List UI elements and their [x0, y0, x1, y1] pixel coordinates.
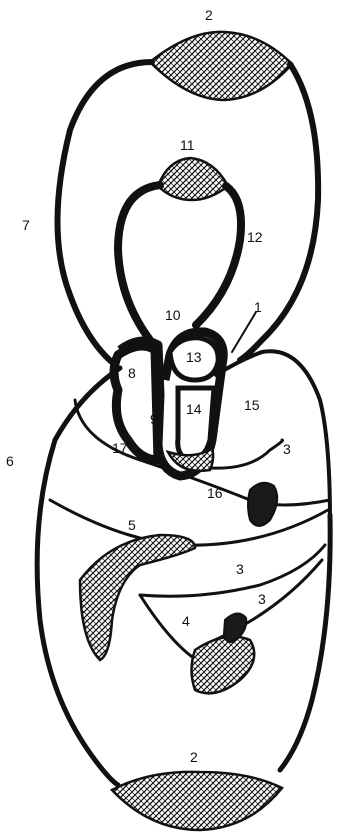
label-12: 12: [247, 229, 263, 245]
label-8: 8: [128, 365, 136, 381]
label-17: 17: [112, 440, 128, 456]
label-10: 10: [165, 307, 181, 323]
capillary-bed-bottom: [112, 772, 282, 830]
vessel-body-right: [280, 515, 330, 770]
vessel-systemic-to-organ3: [210, 440, 283, 468]
label-13: 13: [186, 349, 202, 365]
label-14: 14: [186, 401, 202, 417]
vessel-outer-loop-right: [240, 64, 318, 360]
organ-4: [192, 637, 255, 694]
label-2-bottom: 2: [190, 749, 198, 765]
label-11: 11: [180, 137, 195, 153]
capillary-bed-lung: [158, 158, 228, 200]
label-15: 15: [244, 397, 260, 413]
label-2-top: 2: [205, 7, 213, 23]
label-6: 6: [6, 453, 14, 469]
label-1: 1: [254, 299, 262, 315]
label-16: 16: [207, 485, 223, 501]
label-3-c: 3: [258, 591, 266, 607]
capillary-bed-top: [150, 32, 292, 100]
label-7: 7: [22, 217, 30, 233]
organ-small-right: [248, 483, 277, 526]
label-3-a: 3: [283, 441, 291, 457]
label-3-b: 3: [236, 561, 244, 577]
label-9: 9: [150, 411, 158, 427]
label-5: 5: [128, 517, 136, 533]
label-4: 4: [182, 613, 190, 629]
